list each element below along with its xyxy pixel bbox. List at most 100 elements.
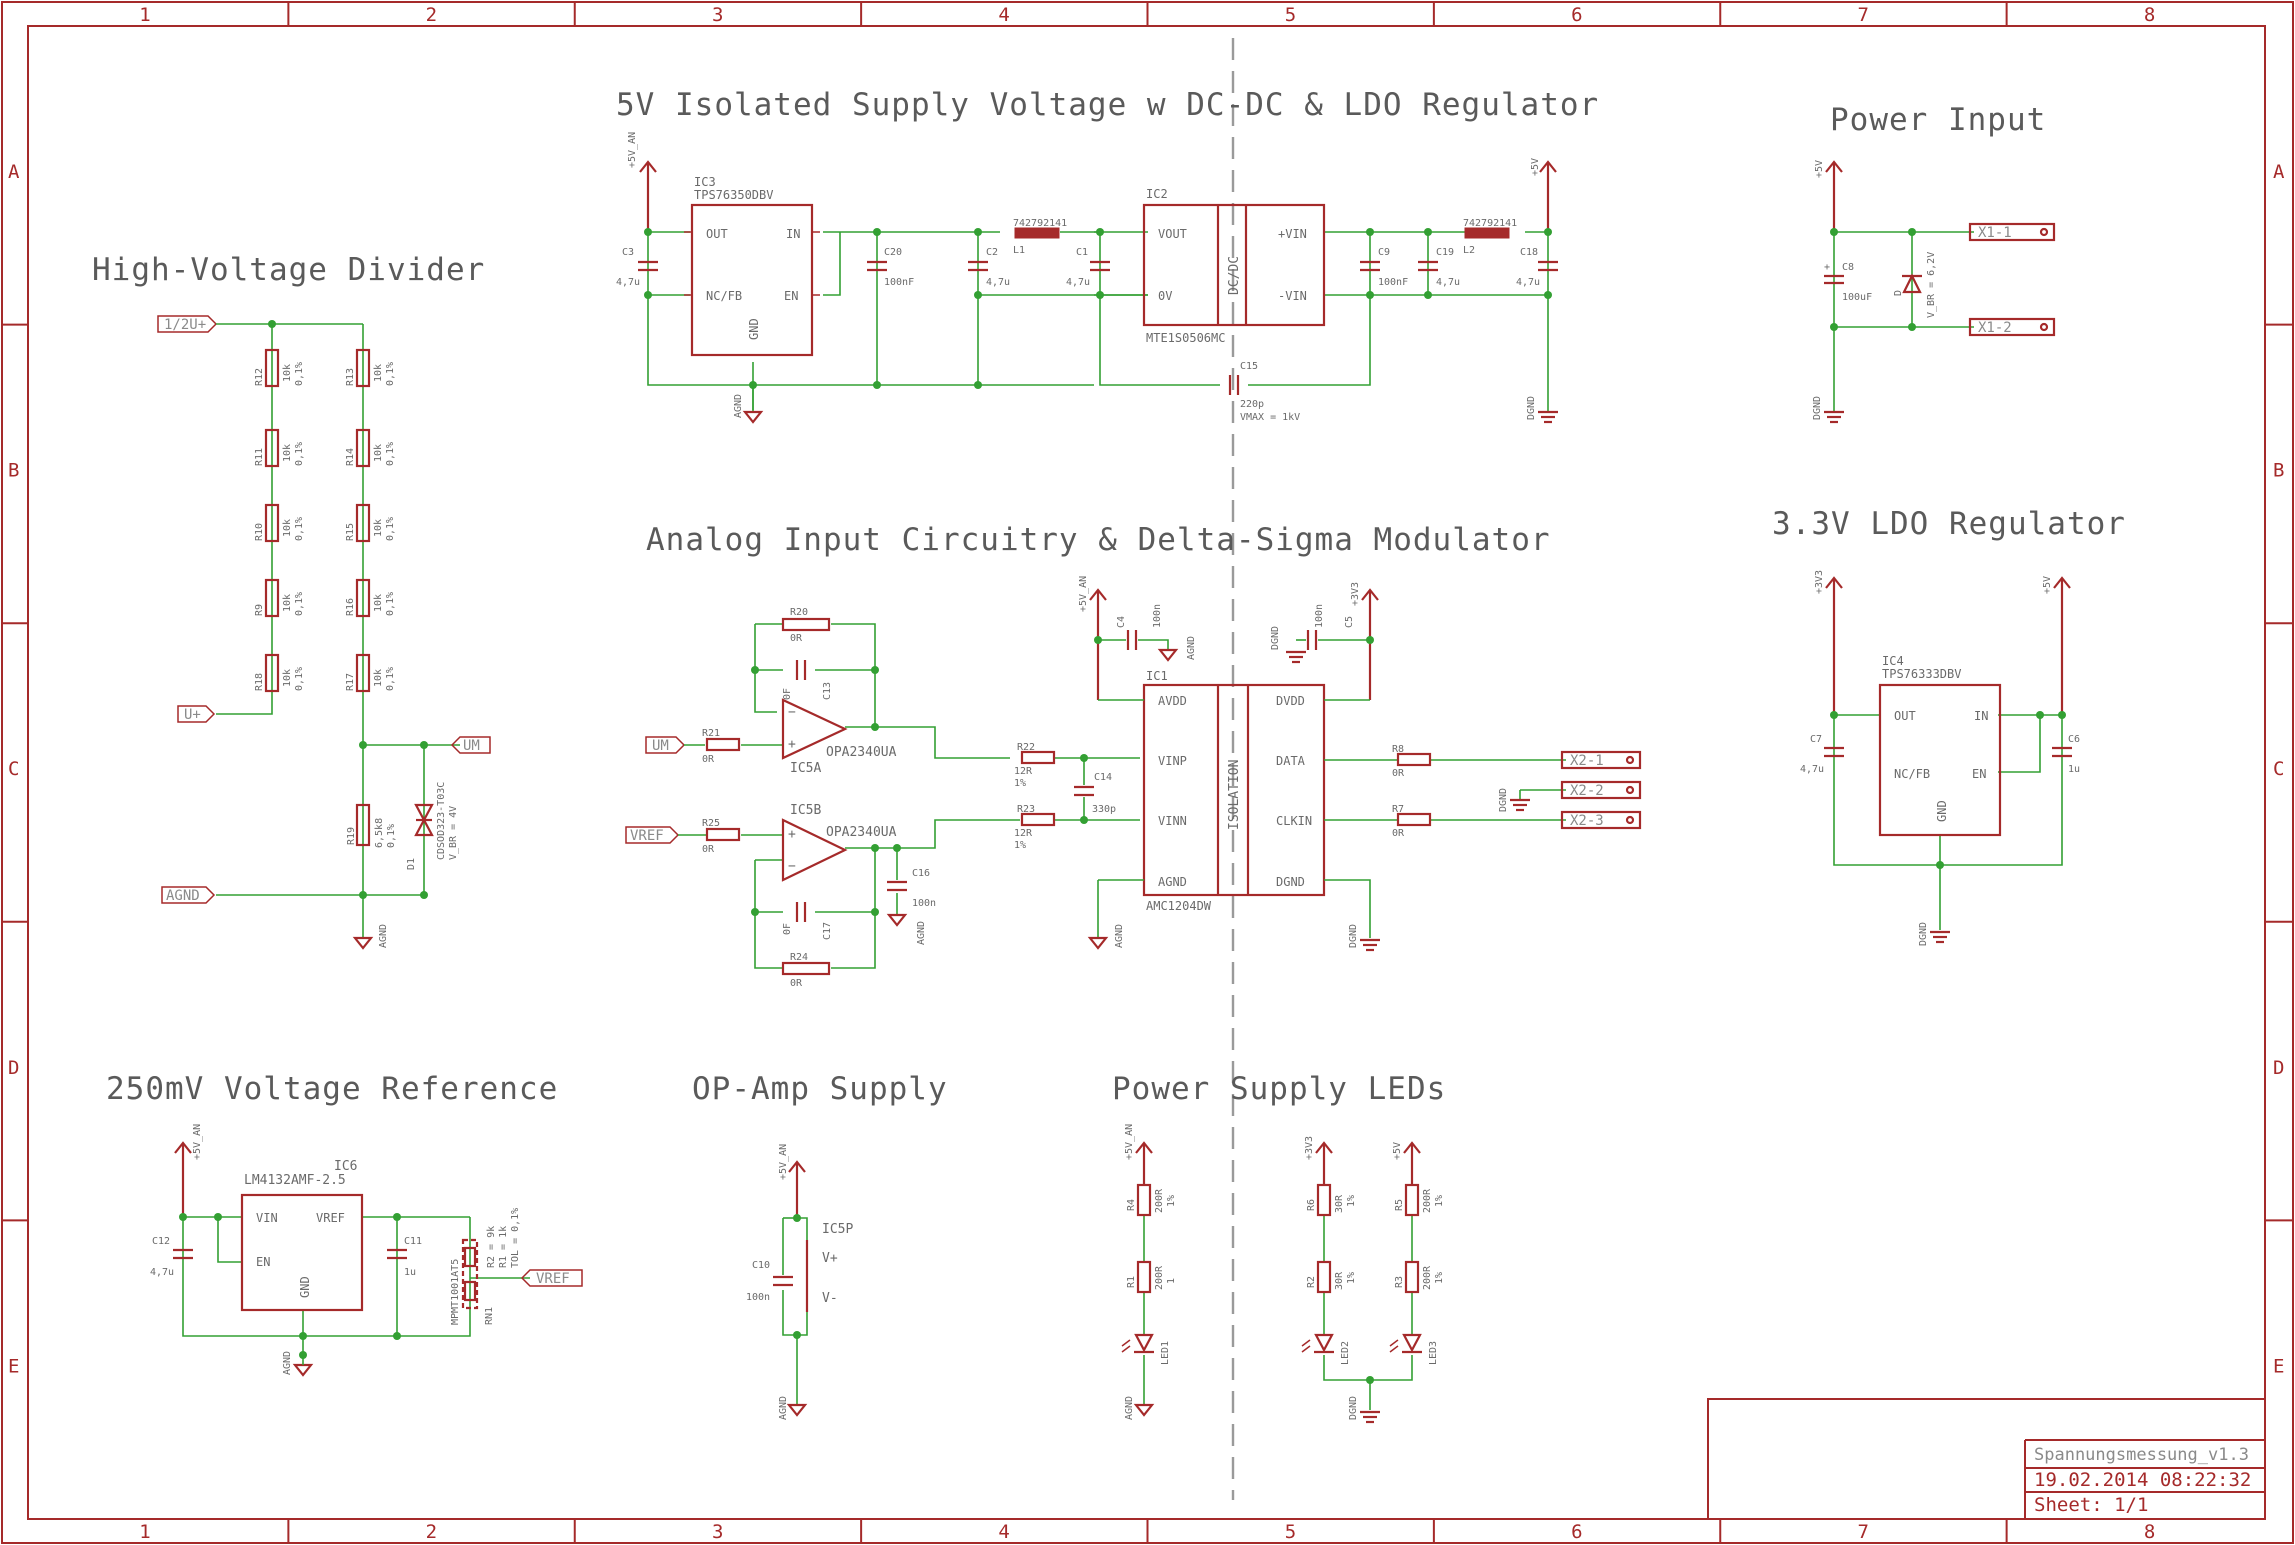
- port-vref: VREF: [520, 1269, 583, 1287]
- ic3-pin-out: OUT: [706, 227, 728, 241]
- svg-text:R4: R4: [1126, 1199, 1137, 1211]
- ic3-pin-en: EN: [784, 289, 798, 303]
- svg-text:R11: R11: [254, 448, 265, 466]
- title-opamp-supply: OP-Amp Supply: [692, 1071, 948, 1107]
- supply-label: +3V3: [1350, 582, 1361, 606]
- svg-text:R1: R1: [1126, 1276, 1137, 1288]
- opamp-ic5a-icon: − + IC5A OPA2340UA: [781, 698, 897, 776]
- svg-text:4,7u: 4,7u: [150, 1267, 174, 1278]
- svg-text:220p: 220p: [1240, 399, 1264, 410]
- svg-text:VINN: VINN: [1158, 814, 1187, 828]
- ground-label: AGND: [1124, 1396, 1135, 1420]
- svg-text:R13: R13: [345, 368, 356, 386]
- capacitor-c15: C15 220p VMAX = 1kV: [1228, 361, 1300, 423]
- svg-text:X1-2: X1-2: [1978, 320, 2012, 336]
- svg-text:0,1%: 0,1%: [294, 667, 305, 691]
- grid-col-label: 4: [998, 4, 1009, 26]
- svg-text:0,1%: 0,1%: [386, 824, 397, 848]
- svg-text:X2-3: X2-3: [1570, 813, 1604, 829]
- svg-text:4,7u: 4,7u: [1436, 277, 1460, 288]
- svg-text:EN: EN: [256, 1255, 270, 1269]
- svg-text:200R: 200R: [1154, 1188, 1165, 1213]
- ground-dgnd-icon: [1510, 790, 1530, 812]
- power-input-section: +5V + C8 100uF D V_BR = 6,2V X1-1 X1-2: [1812, 160, 2056, 424]
- ic3-pin-ncfb: NC/FB: [706, 289, 742, 303]
- port-1-2u: 1/2U+: [157, 315, 218, 333]
- svg-text:10k: 10k: [282, 594, 293, 612]
- svg-text:UM: UM: [463, 738, 480, 754]
- ic4-regulator: IC4 TPS76333DBV OUT IN NC/FB EN GND: [1878, 654, 2002, 837]
- svg-text:D1: D1: [406, 858, 417, 870]
- ground-agnd-icon: [742, 385, 764, 424]
- grid-col-label: 2: [426, 1521, 437, 1543]
- capacitor-c6: C6 1u: [2052, 734, 2080, 775]
- led2-icon: LED2: [1301, 1333, 1351, 1365]
- ground-label: AGND: [733, 394, 744, 418]
- svg-text:R16: R16: [345, 598, 356, 616]
- svg-text:VINP: VINP: [1158, 754, 1187, 768]
- svg-text:0,1%: 0,1%: [294, 592, 305, 616]
- svg-text:−: −: [788, 705, 796, 720]
- resistor-r22: R22 12R 1%: [1014, 742, 1056, 789]
- grid-col-label: 7: [1857, 1521, 1868, 1543]
- svg-text:1%: 1%: [1014, 840, 1026, 851]
- supply-label: +5V_AN: [1078, 576, 1089, 612]
- title-isolated-supply: 5V Isolated Supply Voltage w DC-DC & LDO…: [616, 87, 1599, 123]
- grid-col-label: 1: [139, 1521, 150, 1543]
- inductor-l1: 742792141 L1: [1013, 218, 1067, 256]
- svg-text:4,7u: 4,7u: [1516, 277, 1540, 288]
- zener-diode-icon: D V_BR = 6,2V: [1893, 252, 1937, 318]
- svg-text:1%: 1%: [1434, 1195, 1445, 1207]
- svg-text:100nF: 100nF: [884, 277, 914, 288]
- svg-text:0R: 0R: [702, 754, 715, 765]
- svg-text:R10: R10: [254, 523, 265, 541]
- svg-text:100n: 100n: [1152, 604, 1163, 628]
- svg-text:0F: 0F: [782, 688, 793, 700]
- svg-text:R15: R15: [345, 523, 356, 541]
- opamp-ic5b-icon: + − IC5B OPA2340UA: [781, 803, 897, 882]
- ic2-pin-vinm: -VIN: [1278, 289, 1307, 303]
- svg-text:R25: R25: [702, 818, 720, 829]
- svg-text:R12: R12: [254, 368, 265, 386]
- supply-label: +5V: [1530, 158, 1541, 176]
- svg-text:L2: L2: [1463, 245, 1475, 256]
- capacitor-c2: C24,7u: [968, 247, 1010, 288]
- title-date: 19.02.2014 08:22:32: [2034, 1469, 2251, 1491]
- title-analog-circuitry: Analog Input Circuitry & Delta-Sigma Mod…: [646, 522, 1551, 558]
- svg-text:200R: 200R: [1422, 1265, 1433, 1290]
- svg-text:R3: R3: [1394, 1276, 1405, 1288]
- svg-text:C4: C4: [1116, 616, 1127, 628]
- capacitor-c16: C16 100n: [887, 868, 936, 909]
- svg-text:0,1%: 0,1%: [385, 592, 396, 616]
- supply-label: +5V_AN: [1124, 1124, 1135, 1160]
- capacitor-c17: 0F C17: [782, 902, 833, 940]
- ground-label: AGND: [916, 921, 927, 945]
- ground-agnd-icon: [1087, 936, 1109, 950]
- svg-text:GND: GND: [1935, 800, 1949, 822]
- svg-text:VIN: VIN: [256, 1211, 278, 1225]
- svg-text:IN: IN: [1974, 709, 1988, 723]
- ic1-value: AMC1204DW: [1146, 899, 1212, 913]
- svg-text:+: +: [788, 737, 796, 752]
- title-block: Spannungsmessung_v1.3 19.02.2014 08:22:3…: [1707, 1398, 2266, 1520]
- resistor-r21: R21 0R: [702, 728, 741, 765]
- ic6-reference: IC6 LM4132AMF-2.5 VIN VREF EN GND: [240, 1159, 364, 1312]
- ic6-value: LM4132AMF-2.5: [244, 1173, 346, 1188]
- analog-section: UM R20 0R 0F C13 R21 0R − + IC5A OPA2340…: [625, 576, 1642, 989]
- svg-text:R2: R2: [1306, 1276, 1317, 1288]
- supply-33-icon: [1361, 588, 1379, 700]
- ground-label: DGND: [1812, 396, 1823, 420]
- svg-text:1%: 1%: [1346, 1195, 1357, 1207]
- capacitor-c14: C14 330p: [1074, 772, 1116, 815]
- svg-text:R17: R17: [345, 673, 356, 691]
- connector-x1-1: X1-1: [1968, 222, 2056, 242]
- supply-5v-icon: [2053, 576, 2071, 715]
- supply-label: +5V: [1392, 1142, 1403, 1160]
